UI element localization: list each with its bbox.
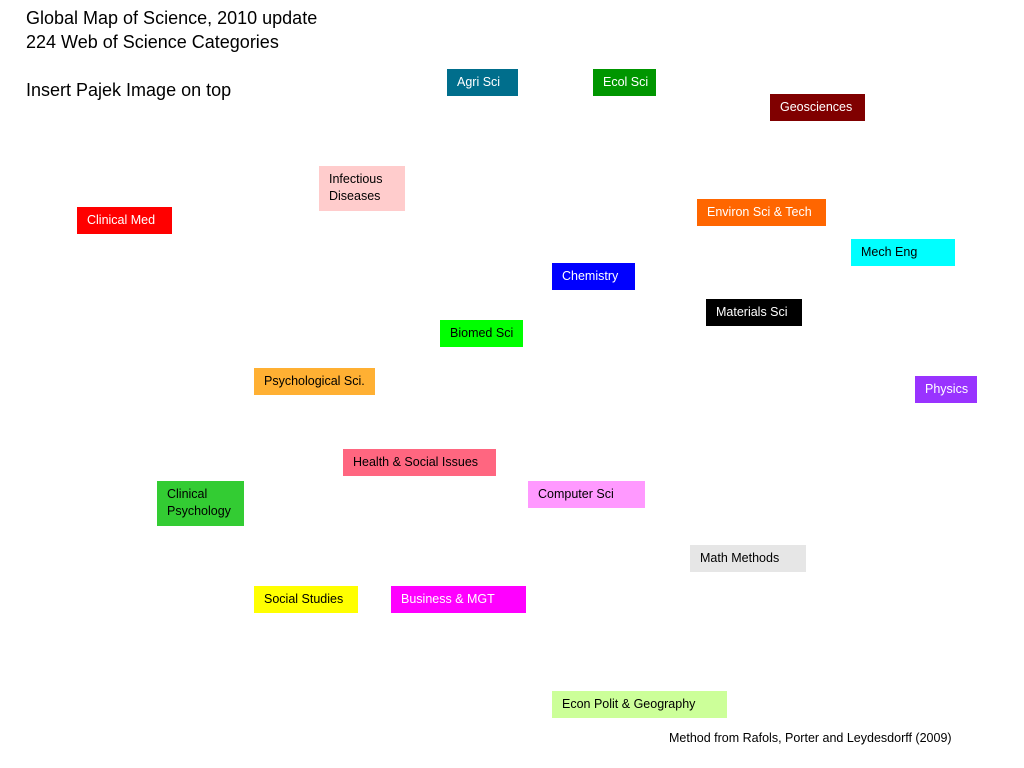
category-materials-sci: Materials Sci: [706, 299, 802, 326]
category-math-methods: Math Methods: [690, 545, 806, 572]
category-ecol-sci: Ecol Sci: [593, 69, 656, 96]
category-agri-sci: Agri Sci: [447, 69, 518, 96]
category-chemistry: Chemistry: [552, 263, 635, 290]
category-health-social-issues: Health & Social Issues: [343, 449, 496, 476]
category-psychological-sci: Psychological Sci.: [254, 368, 375, 395]
category-physics: Physics: [915, 376, 977, 403]
category-biomed-sci: Biomed Sci: [440, 320, 523, 347]
category-computer-sci: Computer Sci: [528, 481, 645, 508]
instruction-text: Insert Pajek Image on top: [26, 80, 232, 100]
category-social-studies: Social Studies: [254, 586, 358, 613]
category-business-mgt: Business & MGT: [391, 586, 526, 613]
category-clinical-med: Clinical Med: [77, 207, 172, 234]
category-econ-polit-geography: Econ Polit & Geography: [552, 691, 727, 718]
category-clinical-psychology: Clinical Psychology: [157, 481, 244, 526]
page-title: Global Map of Science, 2010 update: [26, 8, 318, 28]
category-mech-eng: Mech Eng: [851, 239, 955, 266]
category-environ-sci-tech: Environ Sci & Tech: [697, 199, 826, 226]
page-subtitle-categories: 224 Web of Science Categories: [26, 32, 279, 52]
method-credit: Method from Rafols, Porter and Leydesdor…: [669, 731, 952, 745]
category-geosciences: Geosciences: [770, 94, 865, 121]
category-infectious-diseases: Infectious Diseases: [319, 166, 405, 211]
